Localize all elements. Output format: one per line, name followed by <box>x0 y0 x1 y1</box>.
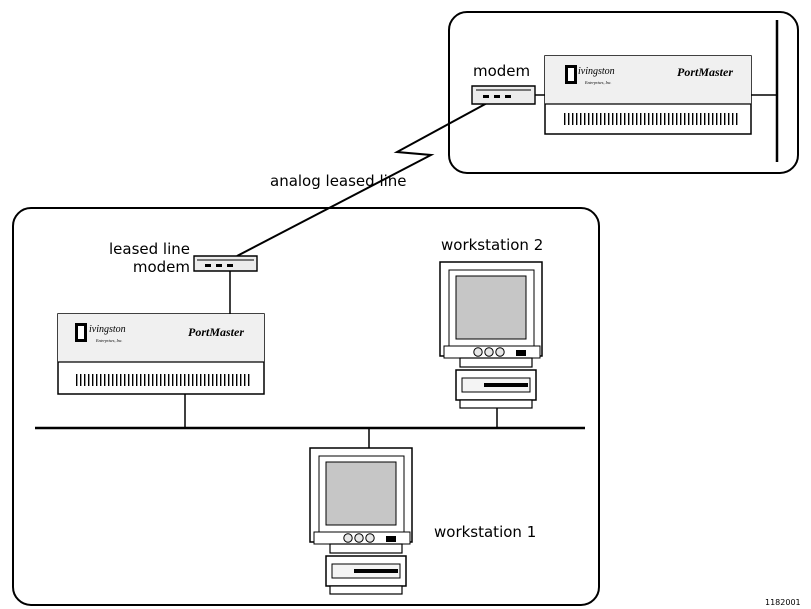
remote-brand-subtitle: Enterprises, Inc. <box>585 80 612 85</box>
workstation1-knob-3 <box>365 533 375 543</box>
remote-portmaster-brand: ivingston <box>578 66 615 77</box>
leased-line-modem <box>193 255 258 272</box>
analog-leased-line <box>236 101 490 257</box>
local-portmaster-brand: ivingston <box>89 324 126 335</box>
workstation1-knob-1 <box>343 533 353 543</box>
workstation-1-label: workstation 1 <box>434 523 537 541</box>
local-site-box <box>12 207 600 606</box>
remote-brand-name: ivingston <box>578 66 615 77</box>
remote-portmaster-product: PortMaster <box>677 65 734 79</box>
local-brand-subtitle: Enterprises, Inc. <box>96 338 123 343</box>
analog-leased-line-label: analog leased line <box>270 172 407 190</box>
local-brand-name: ivingston <box>89 324 126 335</box>
remote-site-box <box>448 11 799 174</box>
leased-line-modem-label-line1: leased line <box>109 240 190 258</box>
workstation-1 <box>309 447 413 595</box>
workstation2-knob-1 <box>473 347 483 357</box>
remote-modem-label: modem <box>473 62 531 80</box>
workstation2-knob-3 <box>495 347 505 357</box>
remote-portmaster <box>544 55 752 135</box>
workstation2-knob-2 <box>484 347 494 357</box>
local-portmaster-product: PortMaster <box>188 325 245 339</box>
figure-id: 1182001 <box>765 598 801 607</box>
workstation-2-label: workstation 2 <box>441 236 544 254</box>
workstation1-knob-2 <box>354 533 364 543</box>
remote-modem <box>471 85 536 105</box>
local-portmaster <box>57 313 265 395</box>
leased-line-modem-label-line2: modem <box>132 258 190 276</box>
workstation-2 <box>439 261 543 409</box>
